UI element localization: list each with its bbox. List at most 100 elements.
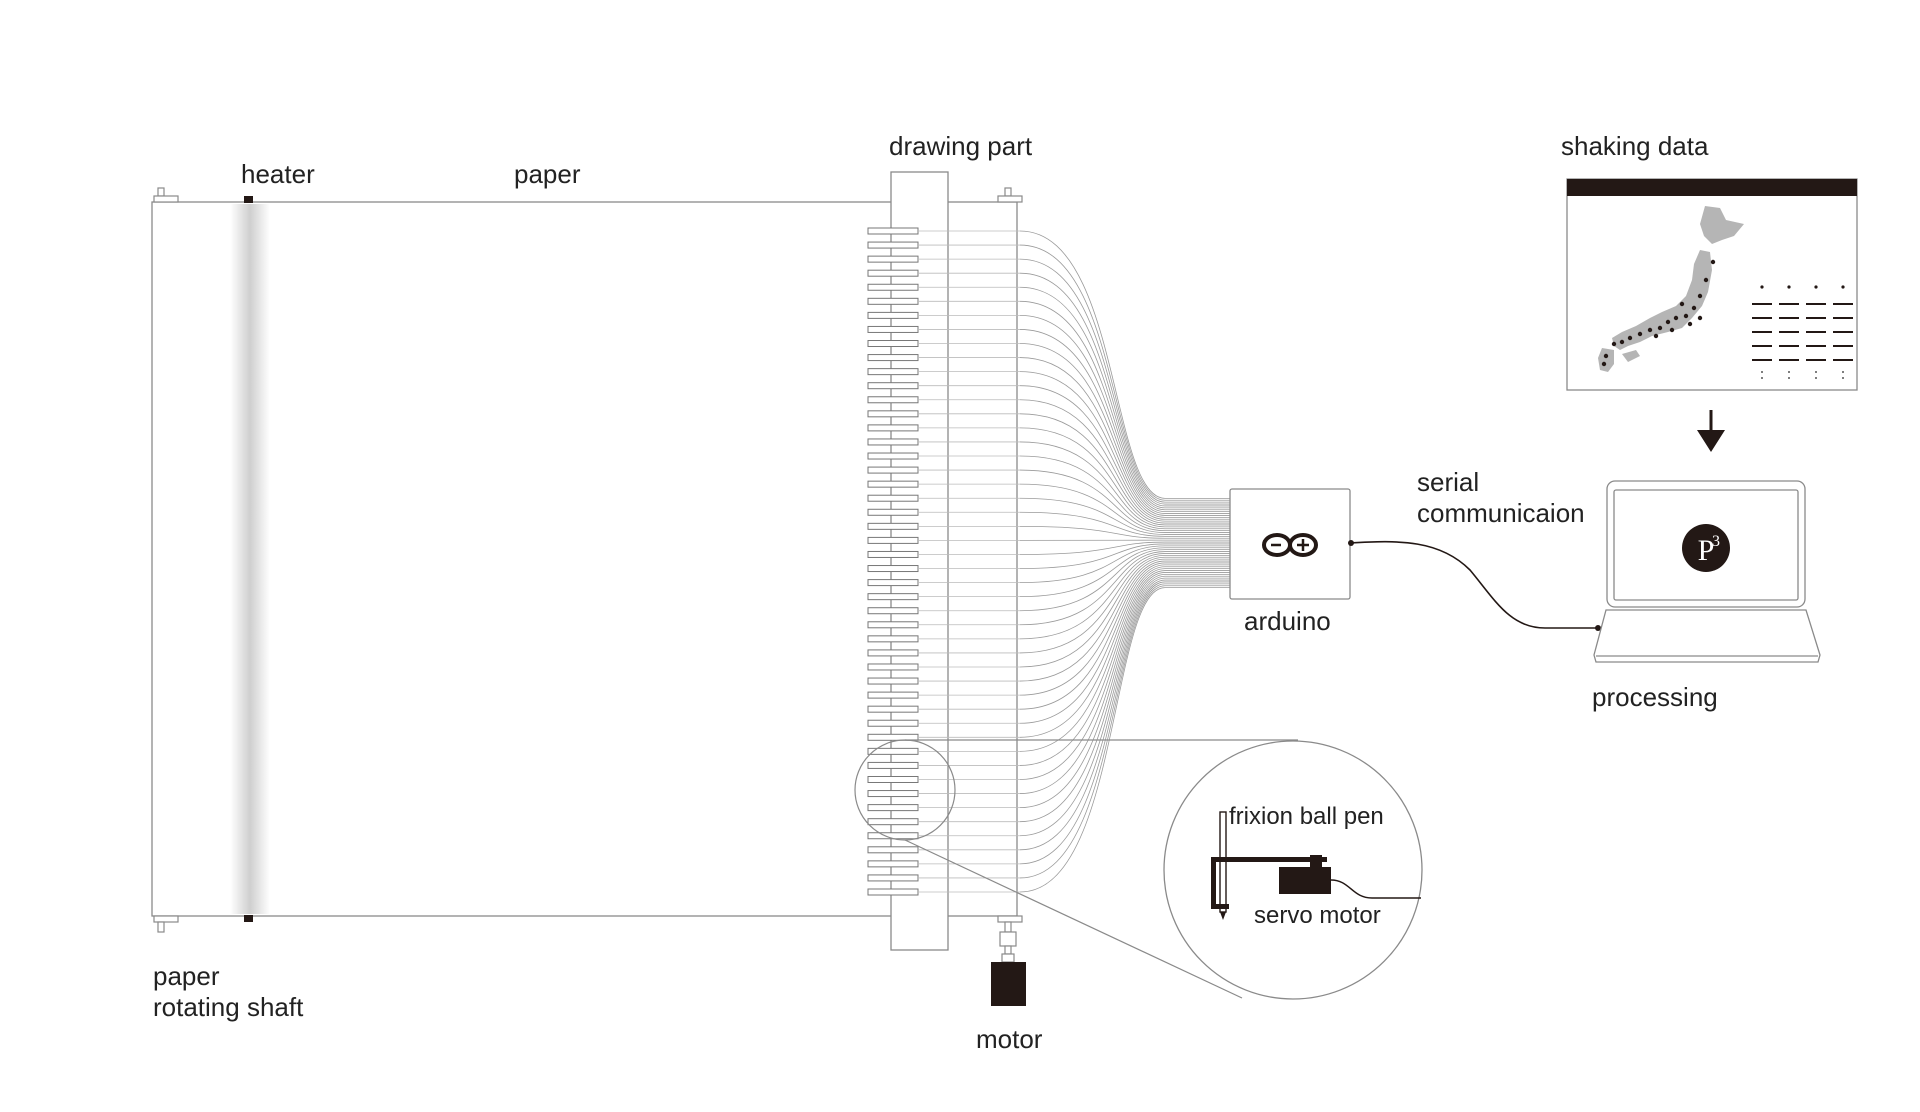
pen-holder: [868, 341, 918, 347]
pen-holder: [868, 383, 918, 389]
pen-holder: [868, 439, 918, 445]
pen-holder: [868, 298, 918, 304]
pen-holder: [868, 551, 918, 557]
pen-holder: [868, 481, 918, 487]
table-ellipsis-dot: [1788, 377, 1790, 379]
station-dot: [1620, 340, 1624, 344]
pen-holder: [868, 791, 918, 797]
pen-holder: [868, 861, 918, 867]
pen-holder: [868, 720, 918, 726]
pen-holder: [868, 622, 918, 628]
station-dot: [1648, 328, 1652, 332]
pen-holder: [868, 805, 918, 811]
paper-rotating-shaft-label: paper rotating shaft: [153, 961, 303, 1023]
wire: [1020, 552, 1230, 625]
station-dot: [1612, 342, 1616, 346]
pen-holder: [868, 397, 918, 403]
servo-motor-label: servo motor: [1254, 901, 1381, 931]
serial-cable: [1350, 542, 1598, 628]
table-dot: [1787, 285, 1790, 288]
pen-holder: [868, 594, 918, 600]
pen-holder: [868, 509, 918, 515]
frixion-ball-pen: [1220, 812, 1226, 920]
wire: [1020, 456, 1230, 529]
pen-holder: [868, 776, 918, 782]
wire: [1020, 565, 1230, 723]
pen-holder: [868, 312, 918, 318]
servo-motor: [1279, 867, 1331, 894]
pen-holder: [868, 355, 918, 361]
wire: [1020, 372, 1230, 518]
pen-holder: [868, 636, 918, 642]
heater-band: [230, 204, 270, 914]
station-dot: [1698, 294, 1702, 298]
wire: [1020, 358, 1230, 516]
station-dot: [1602, 362, 1606, 366]
paper-shaft-label-line1: paper: [153, 961, 303, 992]
pen-holder: [868, 734, 918, 740]
station-dot: [1680, 302, 1684, 306]
pen-holder: [868, 453, 918, 459]
table-dot: [1841, 285, 1844, 288]
station-dot: [1670, 328, 1674, 332]
heater-label: heater: [241, 159, 315, 189]
station-dot: [1704, 278, 1708, 282]
frixion-ball-pen-label: frixion ball pen: [1229, 802, 1384, 832]
station-dot: [1654, 334, 1658, 338]
station-dot: [1698, 316, 1702, 320]
pen-holder: [868, 762, 918, 768]
pen-holder: [868, 467, 918, 473]
drawing-part-label: drawing part: [889, 131, 1032, 161]
heater-marker-bottom: [244, 915, 253, 922]
station-dot: [1674, 316, 1678, 320]
pen-holder: [868, 875, 918, 881]
station-dot: [1658, 326, 1662, 330]
pen-holder: [868, 242, 918, 248]
station-dot: [1692, 306, 1696, 310]
processing-logo-icon: P 3: [1682, 524, 1730, 572]
heater-marker-top: [244, 196, 253, 203]
pen-holder: [868, 580, 918, 586]
serial-cable-end-arduino: [1348, 540, 1354, 546]
pen-holder: [868, 566, 918, 572]
wire: [1020, 245, 1230, 500]
pen-holder: [868, 369, 918, 375]
station-dot: [1666, 320, 1670, 324]
pen-holder: [868, 678, 918, 684]
table-ellipsis-dot: [1815, 371, 1817, 373]
pen-holder: [868, 608, 918, 614]
pen-holder: [868, 523, 918, 529]
svg-text:3: 3: [1712, 533, 1720, 550]
serial-communication-label: serial communicaion: [1417, 467, 1585, 529]
table-ellipsis-dot: [1842, 377, 1844, 379]
pen-holder: [868, 284, 918, 290]
pen-holder: [868, 425, 918, 431]
wire: [1020, 315, 1230, 509]
pen-holder: [868, 664, 918, 670]
table-ellipsis-dot: [1815, 377, 1817, 379]
pen-holder: [868, 706, 918, 712]
serial-label-line2: communicaion: [1417, 498, 1585, 529]
table-ellipsis-dot: [1788, 371, 1790, 373]
pen-holder: [868, 889, 918, 895]
pen-holder: [868, 411, 918, 417]
station-dot: [1628, 336, 1632, 340]
table-ellipsis-dot: [1761, 377, 1763, 379]
shaking-data-label: shaking data: [1561, 131, 1708, 161]
pen-holder: [868, 270, 918, 276]
motor: [991, 962, 1026, 1006]
pen-holder: [868, 692, 918, 698]
pen-holder: [868, 326, 918, 332]
pen-holder: [868, 228, 918, 234]
paper-label: paper: [514, 159, 581, 189]
station-dot: [1688, 322, 1692, 326]
pen-holder: [868, 847, 918, 853]
table-dot: [1760, 285, 1763, 288]
station-dot: [1684, 314, 1688, 318]
processing-label: processing: [1592, 682, 1718, 712]
paper-shaft-label-line2: rotating shaft: [153, 992, 303, 1023]
table-ellipsis-dot: [1842, 371, 1844, 373]
station-dot: [1638, 332, 1642, 336]
pen-holder: [868, 256, 918, 262]
